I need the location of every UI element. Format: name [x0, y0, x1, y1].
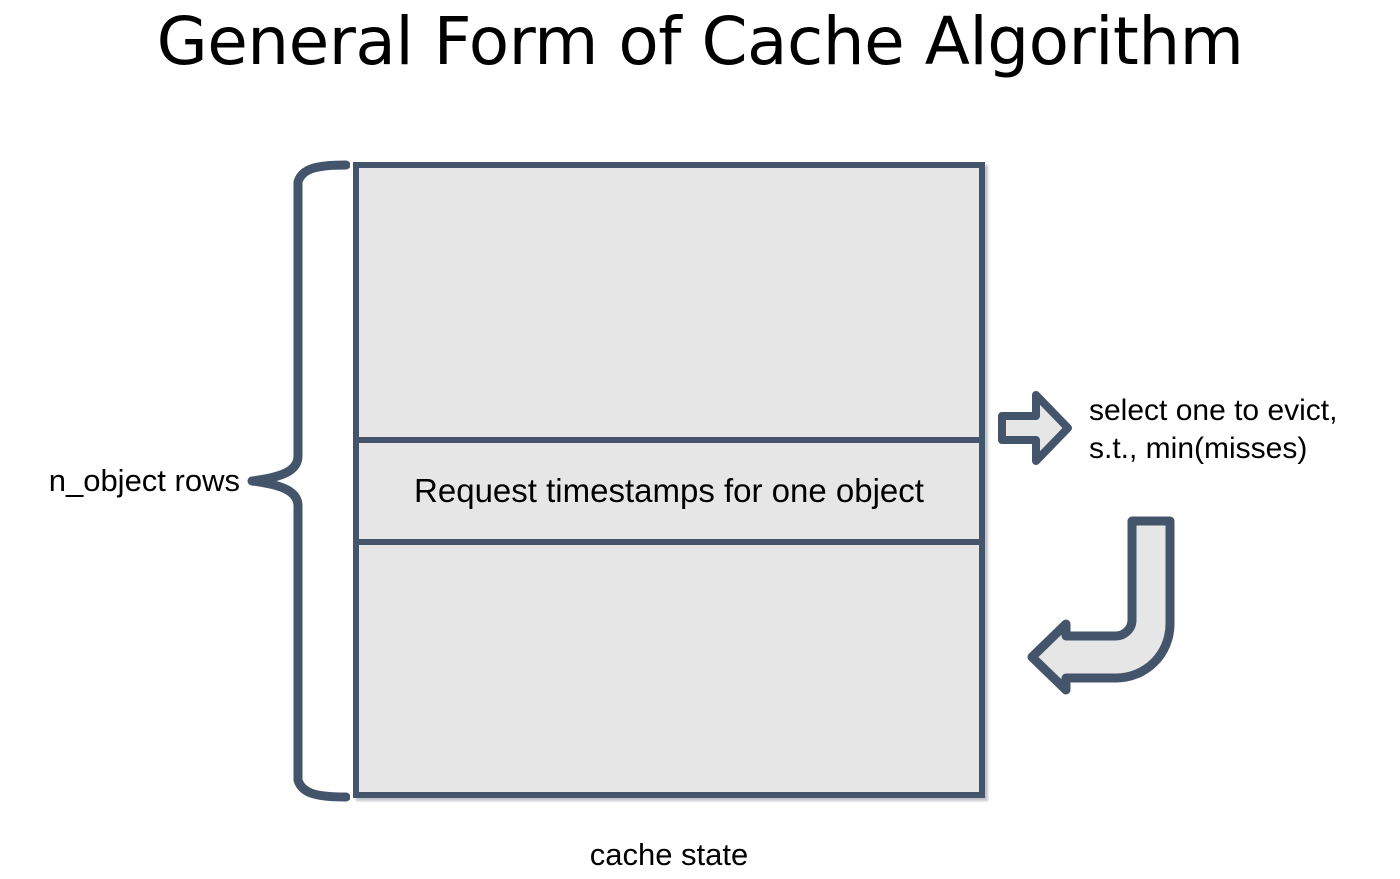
bent-arrow-left-icon — [1027, 516, 1175, 695]
block-arrow-right-icon — [998, 391, 1072, 465]
cache-row-upper — [359, 168, 979, 437]
left-curly-brace-icon — [247, 160, 350, 802]
eviction-instruction-text: select one to evict, s.t., min(misses) — [1089, 392, 1394, 468]
n-object-rows-label: n_object rows — [48, 463, 240, 498]
request-timestamps-label: Request timestamps for one object — [414, 472, 924, 509]
cache-row-lower — [359, 545, 979, 792]
eviction-text-line-1: select one to evict, — [1089, 394, 1338, 427]
cache-row-highlighted: Request timestamps for one object — [359, 437, 979, 545]
eviction-text-line-2: s.t., min(misses) — [1089, 432, 1308, 465]
cache-state-caption: cache state — [589, 837, 749, 872]
page-title: General Form of Cache Algorithm — [156, 3, 1244, 80]
cache-state-box: Request timestamps for one object — [353, 162, 985, 798]
